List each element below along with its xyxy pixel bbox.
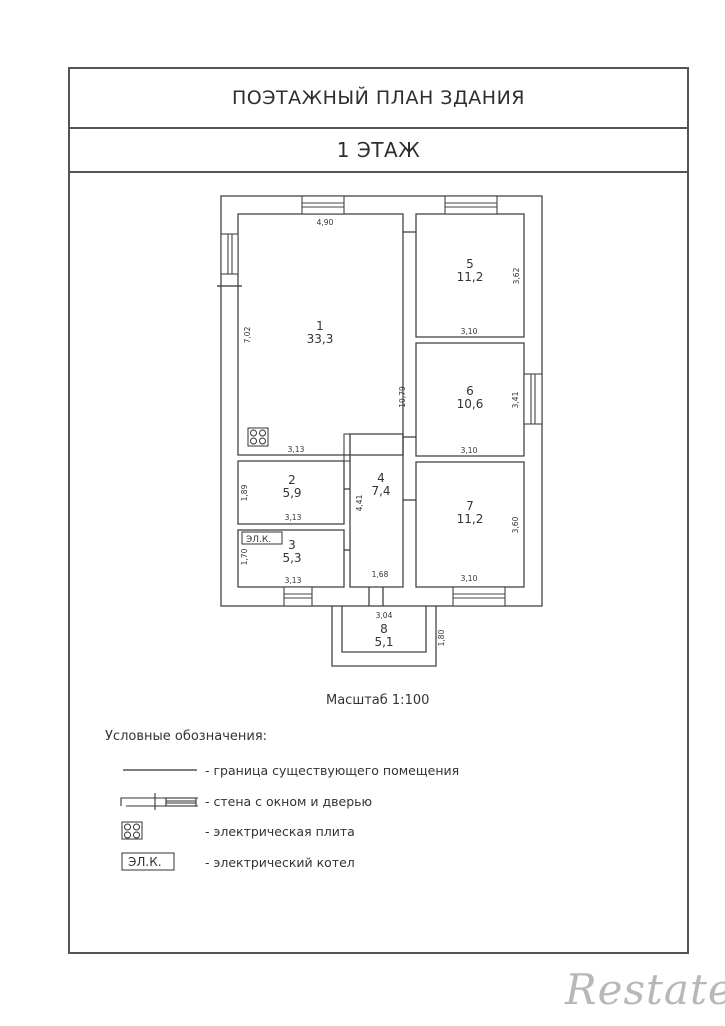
legend-item-wall: - стена с окном и дверью (205, 794, 373, 809)
porch-outline (331, 606, 437, 667)
watermark-logo: Restate (565, 965, 725, 1014)
dim-label: 10,79 (398, 386, 407, 408)
dim-label: 3,41 (511, 391, 520, 408)
dim-label: 3,10 (461, 574, 478, 583)
legend-boiler-icon (121, 852, 175, 871)
porch-inner (341, 606, 427, 653)
room-number: 2 (288, 473, 296, 487)
dim-label: 3,62 (512, 267, 521, 284)
window-top-left (301, 195, 345, 215)
dim-label: 3,04 (376, 611, 393, 620)
plan-sheet: ПОЭТАЖНЫЙ ПЛАН ЗДАНИЯ 1 ЭТАЖ (68, 67, 689, 954)
scale-label: Масштаб 1:100 (326, 693, 430, 708)
dim-label: 1,80 (437, 629, 446, 646)
dim-label: 3,60 (511, 516, 520, 533)
window-bottom-left (283, 586, 313, 607)
legend-item-boiler: - электрический котел (205, 855, 355, 870)
room-4-outline (349, 433, 404, 588)
room-number: 7 (466, 499, 474, 513)
room-number: 3 (288, 538, 296, 552)
room-2-outline (237, 460, 345, 525)
dim-label: 4,90 (317, 218, 334, 227)
window-left (220, 233, 239, 275)
room-area: 11,2 (457, 512, 484, 526)
legend-item-boundary: - граница существующего помещения (205, 763, 460, 778)
room-number: 4 (377, 471, 385, 485)
dim-label: 4,41 (355, 494, 364, 511)
room-area: 33,3 (307, 332, 334, 346)
dim-label: 7,02 (243, 326, 252, 343)
partition-stub (343, 433, 351, 462)
window-bottom-right (452, 586, 506, 607)
floor-title: 1 ЭТАЖ (70, 129, 687, 173)
room-number: 5 (466, 257, 474, 271)
window-top-right (444, 195, 498, 215)
dim-label: 3,13 (288, 445, 305, 454)
dim-label: 3,10 (461, 446, 478, 455)
boiler-label: ЭЛ.К. (246, 535, 271, 545)
window-right (523, 373, 543, 425)
sheet-title: ПОЭТАЖНЫЙ ПЛАН ЗДАНИЯ (70, 69, 687, 129)
legend-item-stove: - электрическая плита (205, 824, 355, 839)
legend-stove-icon (121, 821, 143, 840)
legend-boiler-label: ЭЛ.К. (128, 855, 162, 869)
dim-label: 1,89 (240, 484, 249, 501)
dim-label: 3,13 (285, 513, 302, 522)
electric-boiler-icon (241, 531, 283, 545)
room-area: 5,3 (282, 551, 301, 565)
room-area: 5,9 (282, 486, 301, 500)
room-area: 5,1 (374, 635, 393, 649)
legend-wall-icon (120, 793, 198, 810)
room-number: 6 (466, 384, 474, 398)
dim-label: 1,68 (372, 570, 389, 579)
dim-label: 3,10 (461, 327, 478, 336)
dim-label: 1,70 (240, 548, 249, 565)
electric-stove-icon (247, 427, 269, 447)
room-area: 11,2 (457, 270, 484, 284)
room-area: 10,6 (457, 397, 484, 411)
room-area: 7,4 (371, 484, 390, 498)
room-number: 1 (316, 319, 324, 333)
legend-title: Условные обозначения: (105, 729, 268, 744)
dim-label: 3,13 (285, 576, 302, 585)
room-number: 8 (380, 622, 388, 636)
